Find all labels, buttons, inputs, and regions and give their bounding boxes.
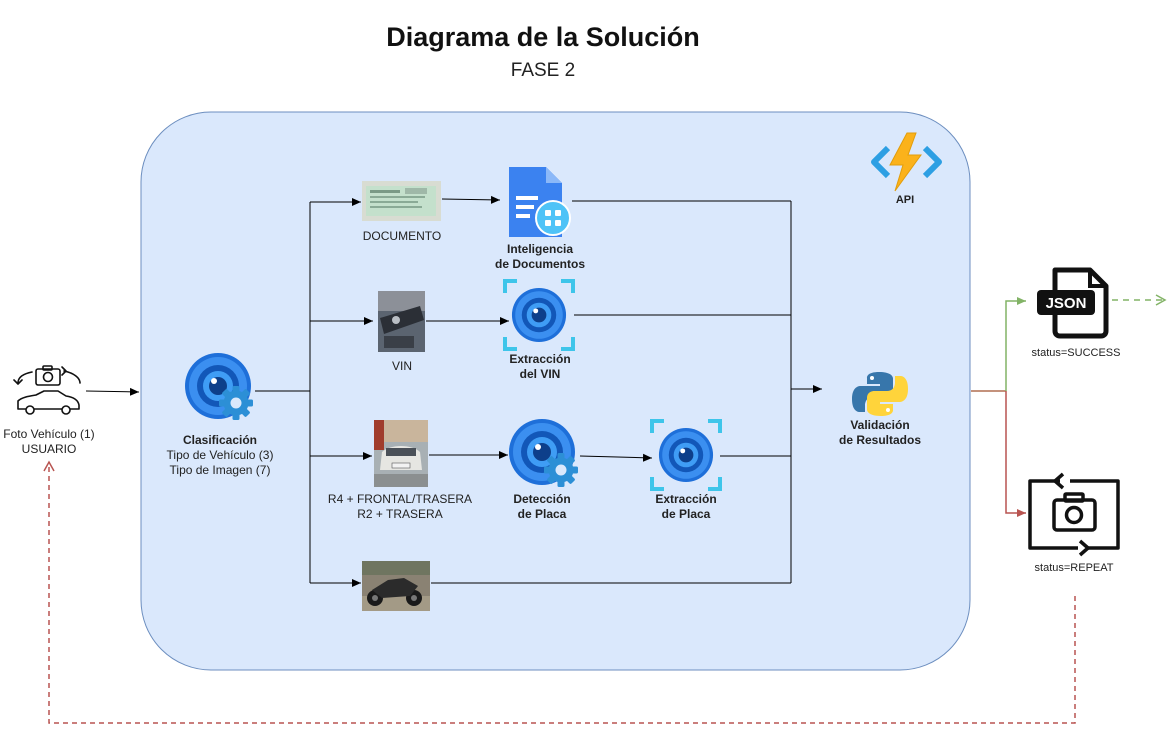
- classification-label: Clasificación Tipo de Vehículo (3) Tipo …: [150, 433, 290, 478]
- doc-intel-line1: Inteligencia: [506, 242, 574, 256]
- car-line1: R4 + FRONTAL/TRASERA: [327, 492, 473, 506]
- json-icon-text: JSON: [1046, 295, 1087, 312]
- car-photo-icon: [374, 420, 428, 487]
- validation-line1: Validación: [850, 418, 910, 432]
- document-photo-icon: [362, 181, 441, 221]
- validation-line2: de Resultados: [838, 433, 922, 447]
- vin-photo-icon: [378, 291, 425, 352]
- doc-intel-line2: de Documentos: [494, 257, 585, 271]
- api-label: API: [895, 194, 915, 206]
- diagram-subtitle: FASE 2: [510, 60, 576, 81]
- python-icon: [852, 372, 908, 416]
- vin-label: VIN: [391, 359, 412, 373]
- azure-function-icon: [871, 132, 942, 192]
- user-label-line2: USUARIO: [21, 442, 77, 456]
- plate-extract-line2: de Placa: [661, 507, 711, 521]
- connectors: [85, 195, 822, 587]
- plate-detect-line2: de Placa: [517, 507, 567, 521]
- solution-panel: [140, 111, 971, 671]
- car-line2: R2 + TRASERA: [357, 507, 443, 521]
- classification-line2: Tipo de Imagen (7): [169, 463, 271, 477]
- classification-title: Clasificación: [182, 433, 258, 447]
- vin-extract-label: Extracción del VIN: [490, 352, 590, 382]
- car-label: R4 + FRONTAL/TRASERA R2 + TRASERA: [310, 492, 490, 522]
- document-label: DOCUMENTO: [362, 229, 442, 243]
- plate-extract-label: Extracción de Placa: [636, 492, 736, 522]
- diagram-title: Diagrama de la Solución: [386, 22, 700, 52]
- camera-car-icon: [13, 365, 81, 415]
- plate-detect-label: Detección de Placa: [492, 492, 592, 522]
- document-intelligence-icon: [509, 167, 571, 237]
- validation-label: Validación de Resultados: [820, 418, 940, 448]
- plate-detect-line1: Detección: [513, 492, 571, 506]
- vin-extract-line1: Extracción: [509, 352, 571, 366]
- user-label: Foto Vehículo (1) USUARIO: [0, 427, 98, 457]
- repeat-label: status=REPEAT: [1034, 562, 1114, 574]
- output-connectors: [43, 294, 1167, 724]
- success-label: status=SUCCESS: [1031, 347, 1121, 359]
- retake-photo-icon: [1028, 472, 1120, 557]
- doc-intel-label: Inteligencia de Documentos: [480, 242, 600, 272]
- motorcycle-photo-icon: [362, 561, 430, 611]
- vin-extract-line2: del VIN: [519, 367, 561, 381]
- json-file-icon: [1037, 267, 1109, 339]
- user-label-line1: Foto Vehículo (1): [3, 427, 95, 441]
- classification-line1: Tipo de Vehículo (3): [166, 448, 274, 462]
- plate-extract-line1: Extracción: [655, 492, 717, 506]
